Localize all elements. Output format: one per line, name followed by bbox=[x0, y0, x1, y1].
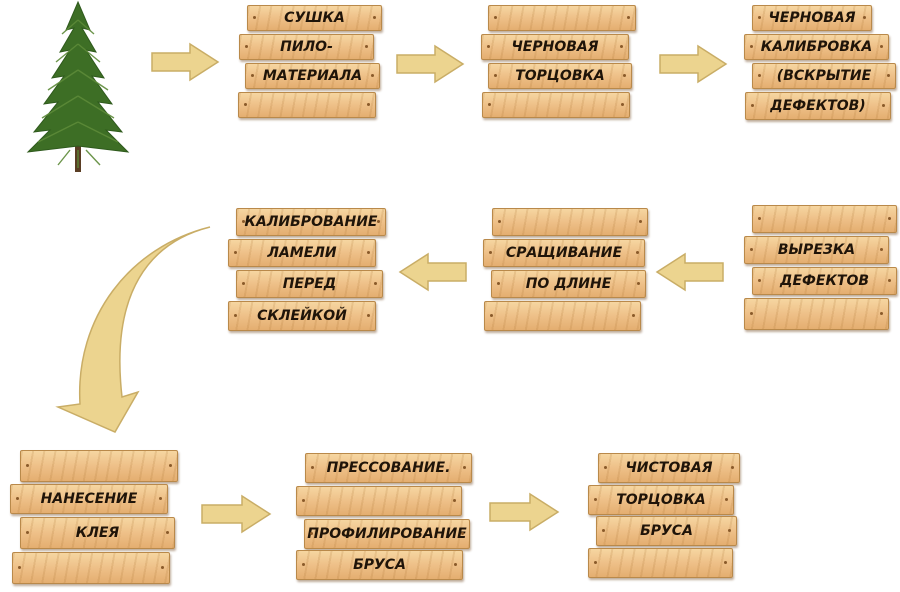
plank-label: (ВСКРЫТИЕ bbox=[752, 63, 896, 89]
plank-label: ВЫРЕЗКА bbox=[744, 236, 889, 264]
plank-label: ПЕРЕД bbox=[236, 270, 383, 298]
plank-label bbox=[12, 552, 170, 584]
plank-label: ДЕФЕКТОВ) bbox=[745, 92, 891, 120]
fir-tree-icon bbox=[26, 0, 130, 172]
plank-label: БРУСА bbox=[596, 516, 737, 546]
plank-label bbox=[488, 5, 636, 31]
plank-label: КАЛИБРОВАНИЕ bbox=[236, 208, 386, 236]
plank-label: КАЛИБРОВКА bbox=[744, 34, 889, 60]
block-arrow-icon bbox=[201, 494, 272, 534]
plank-label bbox=[484, 301, 641, 331]
plank-label: ПИЛО- bbox=[239, 34, 374, 60]
curved-down-arrow-icon bbox=[55, 226, 211, 433]
plank-label: КЛЕЯ bbox=[20, 517, 175, 549]
plank-label: СКЛЕЙКОЙ bbox=[228, 301, 376, 331]
plank-label: СРАЩИВАНИЕ bbox=[483, 239, 645, 267]
block-arrow-icon bbox=[151, 42, 220, 82]
plank-label bbox=[744, 298, 889, 330]
plank-label: СУШКА bbox=[247, 5, 382, 31]
plank-label bbox=[482, 92, 630, 118]
plank-label: ТОРЦОВКА bbox=[488, 63, 632, 89]
plank-label: МАТЕРИАЛА bbox=[245, 63, 380, 89]
plank-label: ЧЕРНОВАЯ bbox=[481, 34, 629, 60]
plank-label: ДЕФЕКТОВ bbox=[752, 267, 897, 295]
plank-label: ПРЕССОВАНИЕ. bbox=[305, 453, 472, 483]
block-arrow-icon bbox=[655, 252, 724, 292]
plank-label: ПО ДЛИНЕ bbox=[491, 270, 646, 298]
plank-label: НАНЕСЕНИЕ bbox=[10, 484, 168, 514]
block-arrow-icon bbox=[396, 44, 465, 84]
plank-label bbox=[492, 208, 648, 236]
plank-label: ТОРЦОВКА bbox=[588, 485, 734, 515]
plank-label: ЧЕРНОВАЯ bbox=[752, 5, 872, 31]
block-arrow-icon bbox=[489, 492, 560, 532]
plank-label bbox=[752, 205, 897, 233]
plank-label: БРУСА bbox=[296, 550, 463, 580]
plank-label bbox=[588, 548, 733, 578]
plank-label: ЛАМЕЛИ bbox=[228, 239, 376, 267]
plank-label bbox=[20, 450, 178, 482]
plank-label bbox=[238, 92, 376, 118]
plank-label: ЧИСТОВАЯ bbox=[598, 453, 740, 483]
plank-label: ПРОФИЛИРОВАНИЕ bbox=[304, 519, 470, 549]
block-arrow-icon bbox=[398, 252, 467, 292]
plank-label bbox=[296, 486, 462, 516]
block-arrow-icon bbox=[659, 44, 728, 84]
